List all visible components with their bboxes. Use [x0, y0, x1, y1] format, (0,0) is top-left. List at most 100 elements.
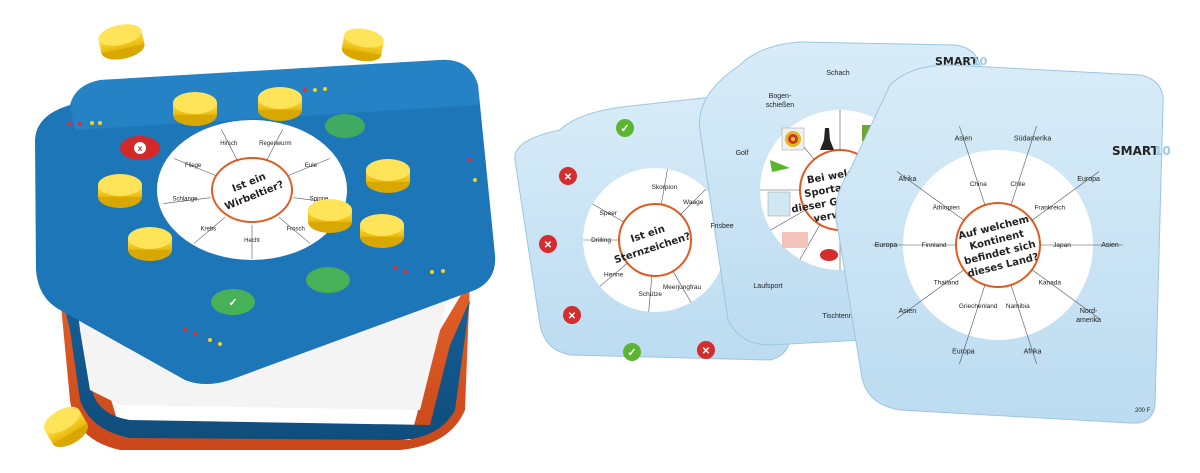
card-continent-country-6: Griechenland [959, 303, 998, 310]
svg-text:✕: ✕ [568, 311, 576, 322]
svg-text:✕: ✕ [702, 346, 710, 357]
card-continent-spoke-0 [959, 126, 986, 206]
card-continent-country-5: Namibia [1006, 303, 1030, 310]
card-continent-spoke-5 [1010, 284, 1037, 364]
card-zodiac-answer-1: Waage [683, 199, 704, 206]
box-answer-1: Regenwurm [259, 141, 291, 147]
card-continent-spoke-9 [896, 171, 965, 221]
card-zodiac-answer-6: Meerjungfrau [663, 284, 702, 291]
card-continent-continent-9: Afrika [898, 176, 916, 183]
box-spoke-2 [288, 158, 331, 176]
card-continent-country-7: Thailand [934, 280, 959, 287]
box-answer-4: Frosch [287, 226, 305, 232]
golf-tee-icon [770, 160, 790, 172]
disc-golf-basket-icon [767, 191, 791, 217]
card-sport-answer-4: Frisbee [710, 223, 733, 230]
card-continent-continent-5: Afrika [1024, 349, 1042, 356]
card-continent-continent-1: Südamerika [1014, 136, 1051, 143]
svg-text:✓: ✓ [620, 123, 629, 135]
card-sport-answer-3: Golf [736, 150, 749, 157]
card-zodiac-spoke-5 [648, 275, 653, 312]
card-continent-logo-suffix: 10 [1154, 144, 1171, 158]
card-continent-country-8: Finnland [922, 242, 947, 249]
card-continent-spoke-1 [1010, 126, 1037, 206]
card-continent-logo: SMART [1112, 144, 1160, 158]
box-answer-5: Hecht [244, 238, 260, 244]
card-zodiac-answer-4: Henne [604, 272, 624, 279]
card-continent-spoke-6 [959, 284, 986, 364]
card-zodiac-spoke-0 [661, 169, 668, 205]
card-sport-answer-0: Schach [826, 70, 849, 77]
svg-text:✓: ✓ [627, 347, 636, 359]
yellow-token-6 [128, 227, 172, 261]
card-zodiac-spoke-2 [592, 203, 624, 223]
svg-text:✕: ✕ [544, 240, 552, 251]
card-continent-spoke-2 [1031, 171, 1100, 221]
card-sport-answer-6: Tischtennis [822, 313, 858, 320]
card-zodiac-spoke-6 [672, 271, 692, 303]
card-continent-country-1: Chile [1010, 181, 1025, 188]
card-continent-country-9: Äthiopien [933, 203, 960, 211]
card-continent-continent-4: Nord-amerika [1076, 308, 1101, 324]
card-sport-logo-suffix: 10 [972, 55, 988, 68]
card-continent-spoke-4 [1031, 269, 1100, 319]
box-spoke-1 [266, 128, 284, 162]
svg-text:✓: ✓ [228, 297, 237, 309]
card-zodiac-markers: ✓ ✕ ✕ ✕ ✓ ✕ [539, 119, 715, 361]
box-answer-6: Krebs [200, 226, 216, 232]
yellow-token-4 [308, 199, 352, 233]
box-answer-3: Spinne [310, 197, 329, 203]
box-spoke-0 [220, 128, 238, 162]
svg-text:x: x [138, 144, 143, 153]
card-sport-answer-2: Bogen-schießen [766, 93, 795, 109]
card-sport-answer-5: Laufsport [753, 283, 782, 290]
box-answer-2: Eule [305, 163, 318, 169]
card-sport-spoke-4 [770, 209, 806, 231]
card-continent-continent-6: Europa [952, 349, 975, 356]
card-continent-continent-2: Europa [1077, 176, 1100, 183]
box-tokens [98, 87, 410, 261]
yellow-token-5 [98, 174, 142, 208]
peg-holes: x ✓ [120, 114, 365, 315]
box-orange-side [50, 190, 470, 450]
card-continent-country-4: Kanada [1039, 280, 1062, 287]
box-answer-8: Fliege [185, 163, 202, 169]
box-spoke-4 [278, 217, 311, 244]
box-spoke-7 [163, 197, 211, 204]
card-zodiac-answer-0: Skorpion [652, 184, 678, 191]
card-continent-continent-8: Europa [875, 242, 898, 249]
card-zodiac-answer-2: Speer [600, 210, 618, 217]
track-hurdle-icon [782, 232, 808, 248]
yellow-token-1 [258, 87, 302, 121]
card-continent-continent-7: Asien [899, 308, 917, 315]
box-center-disc [157, 120, 347, 260]
card-continent-spokes [873, 126, 1123, 364]
card-continent-footer-code: 200 F [1135, 408, 1151, 414]
box-answer-0: Hirsch [220, 141, 237, 147]
chess-piece-icon [820, 128, 834, 150]
card-continent-spoke-7 [896, 269, 965, 319]
card-continent-country-2: Frankreich [1034, 204, 1065, 211]
box-spoke-6 [193, 217, 226, 244]
card-continent-country-0: China [970, 181, 987, 188]
card-sport-spoke-5 [799, 224, 821, 260]
svg-text:✕: ✕ [564, 172, 572, 183]
card-continent: SMART 10 Auf welchem Kontinent befindet … [835, 64, 1171, 424]
card-zodiac-answer-3: Drilling [591, 237, 611, 244]
card-zodiac-answer-5: Schütze [639, 291, 663, 298]
box-spoke-8 [173, 158, 216, 176]
box-bottom-rim [57, 210, 471, 440]
card-zodiac-answers: SkorpionWaageSpeerDrillingHenneSchützeMe… [583, 169, 707, 312]
table-tennis-paddle-icon [820, 249, 838, 261]
yellow-token-3 [360, 214, 404, 248]
box-answer-7: Schlange [172, 197, 198, 203]
card-zodiac-spoke-4 [599, 262, 628, 287]
card-continent-country-3: Japan [1053, 242, 1071, 249]
yellow-token-2 [366, 159, 410, 193]
box-indicator-dots [68, 87, 477, 346]
